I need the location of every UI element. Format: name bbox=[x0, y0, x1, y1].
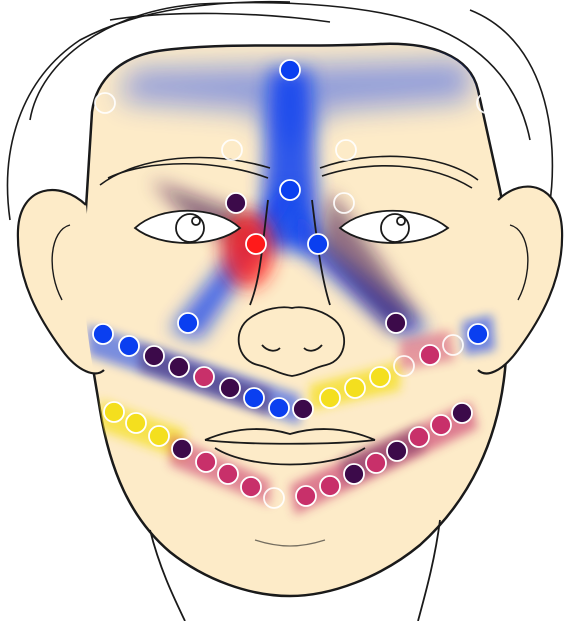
point-upper-band bbox=[420, 345, 440, 365]
point-lower-band bbox=[409, 427, 429, 447]
point-upper-band bbox=[169, 357, 189, 377]
point-lower-band bbox=[104, 402, 124, 422]
point-upper-band bbox=[144, 346, 164, 366]
point-cheek-left bbox=[178, 313, 198, 333]
point-lower-band bbox=[196, 452, 216, 472]
point-nasal-left bbox=[246, 234, 266, 254]
point-lower-band bbox=[431, 415, 451, 435]
point-glabella bbox=[280, 180, 300, 200]
point-forehead-center bbox=[280, 60, 300, 80]
point-lower-band bbox=[344, 464, 364, 484]
point-upper-band bbox=[93, 324, 113, 344]
point-lower-band bbox=[126, 413, 146, 433]
point-lower-band bbox=[387, 441, 407, 461]
point-lower-band bbox=[172, 439, 192, 459]
point-lower-band bbox=[320, 476, 340, 496]
point-upper-band bbox=[269, 398, 289, 418]
point-upper-band bbox=[345, 378, 365, 398]
point-lower-band bbox=[366, 453, 386, 473]
point-cheek-right bbox=[386, 313, 406, 333]
point-lower-band bbox=[149, 426, 169, 446]
point-upper-band bbox=[370, 367, 390, 387]
point-upper-band bbox=[119, 336, 139, 356]
point-upper-band bbox=[468, 324, 488, 344]
point-lower-band bbox=[218, 464, 238, 484]
point-nasal-right bbox=[308, 234, 328, 254]
point-lower-band bbox=[296, 486, 316, 506]
point-inner-eye-left bbox=[226, 193, 246, 213]
point-upper-band bbox=[244, 388, 264, 408]
point-lower-band bbox=[452, 403, 472, 423]
point-upper-band bbox=[293, 399, 313, 419]
point-lower-band bbox=[241, 477, 261, 497]
point-upper-band bbox=[220, 378, 240, 398]
point-upper-band bbox=[320, 388, 340, 408]
point-upper-band bbox=[194, 367, 214, 387]
